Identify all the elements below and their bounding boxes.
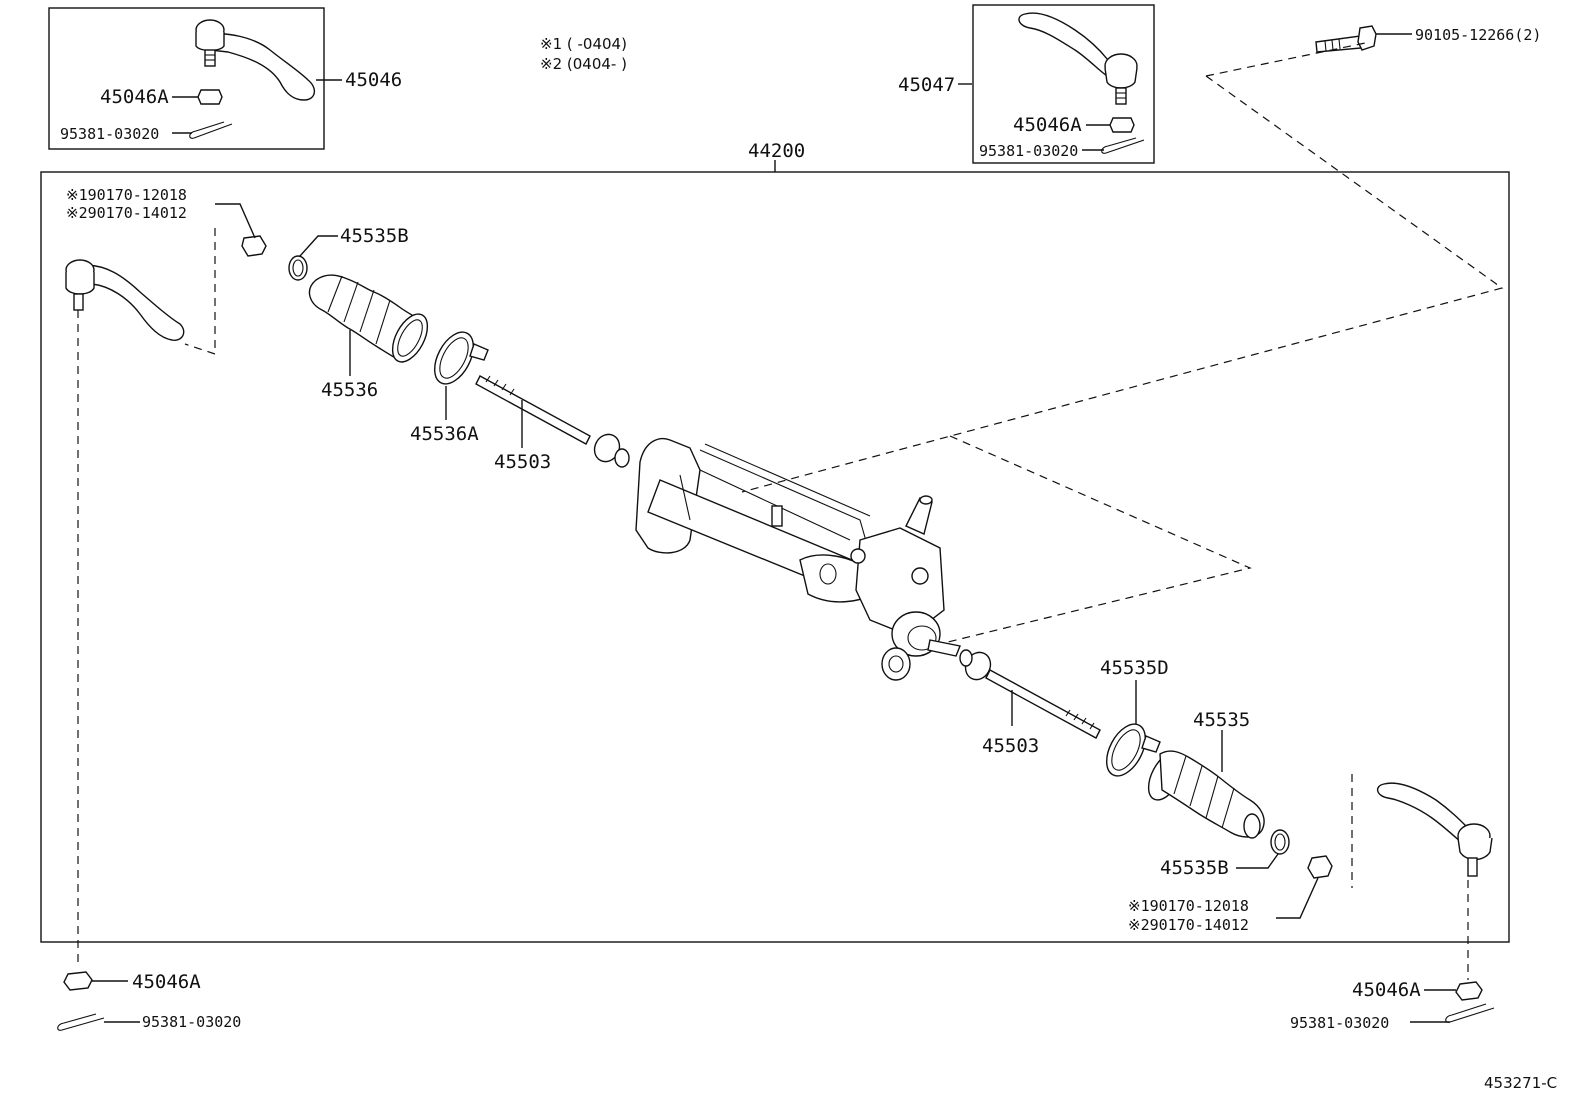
bolt-icon xyxy=(1315,25,1377,53)
clamp-45536A xyxy=(434,331,489,385)
label-90170-14012-right: ※290170-14012 xyxy=(1128,916,1249,934)
tie-rod-end-left xyxy=(65,259,185,341)
boot-45536 xyxy=(308,274,429,364)
label-45503-right: 45503 xyxy=(982,735,1039,757)
rack-housing xyxy=(635,437,961,681)
boot-45535 xyxy=(1147,750,1265,839)
label-45535: 45535 xyxy=(1193,709,1250,731)
tie-rod-end-right xyxy=(1377,782,1493,877)
nut-icon xyxy=(241,235,267,257)
cotter-pin-icon xyxy=(189,121,233,139)
label-95381-bl: 95381-03020 xyxy=(142,1013,241,1031)
label-45046A-bl: 45046A xyxy=(132,971,201,993)
label-44200: 44200 xyxy=(748,140,805,162)
label-90170-14012-left: ※290170-14012 xyxy=(66,204,187,222)
nut-icon xyxy=(1455,981,1483,1001)
label-45046A-br: 45046A xyxy=(1352,979,1421,1001)
label-95381-br: 95381-03020 xyxy=(1290,1014,1389,1032)
note-1: ※1 ( -0404) xyxy=(540,35,627,53)
label-95381-tr: 95381-03020 xyxy=(979,142,1078,160)
label-45046: 45046 xyxy=(345,69,402,91)
cotter-pin-icon xyxy=(57,1013,105,1031)
tie-rod-45503-right xyxy=(959,649,1101,739)
label-45535D: 45535D xyxy=(1100,657,1169,679)
nut-icon xyxy=(63,971,93,991)
clamp-45535B-left xyxy=(288,255,308,281)
nut-icon xyxy=(1109,117,1135,133)
inset-box-left xyxy=(48,7,325,150)
inset-box-right xyxy=(972,4,1155,164)
nut-icon xyxy=(1307,855,1333,879)
label-90170-12018-left: ※190170-12018 xyxy=(66,186,187,204)
tie-rod-45503-left xyxy=(475,375,630,468)
label-90105: 90105-12266(2) xyxy=(1415,26,1541,44)
tie-rod-end-45046 xyxy=(195,19,315,101)
label-95381-tl: 95381-03020 xyxy=(60,125,159,143)
label-45503-left: 45503 xyxy=(494,451,551,473)
label-45536: 45536 xyxy=(321,379,378,401)
tie-rod-end-45047 xyxy=(1018,12,1138,105)
label-45535B-right: 45535B xyxy=(1160,857,1229,879)
cotter-pin-icon xyxy=(1101,137,1145,154)
note-2: ※2 (0404- ) xyxy=(540,55,627,73)
nut-icon xyxy=(197,89,223,105)
label-45535B-left: 45535B xyxy=(340,225,409,247)
clamp-45535D xyxy=(1106,723,1161,777)
label-45046A-tl: 45046A xyxy=(100,86,169,108)
label-45536A: 45536A xyxy=(410,423,479,445)
cotter-pin-icon xyxy=(1445,1003,1495,1023)
figure-code: 453271-C xyxy=(1484,1074,1557,1092)
clamp-45535B-right xyxy=(1270,829,1290,855)
label-90170-12018-right: ※190170-12018 xyxy=(1128,897,1249,915)
label-45046A-tr: 45046A xyxy=(1013,114,1082,136)
label-45047: 45047 xyxy=(898,74,955,96)
